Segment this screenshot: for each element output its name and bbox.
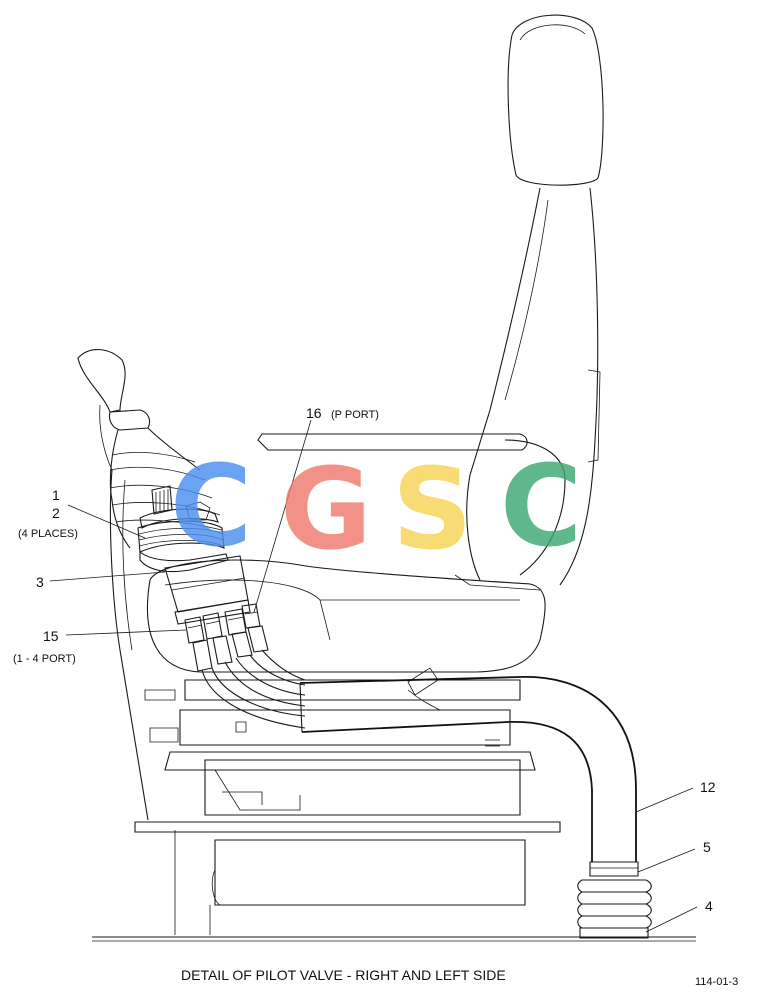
- callout-15: 15: [43, 628, 59, 644]
- leader-lines: [49, 419, 698, 933]
- watermark-letter-s: S: [392, 445, 473, 575]
- joystick-grip: [77, 349, 151, 431]
- callout-1: 1: [52, 487, 60, 503]
- seat-back: [466, 187, 601, 586]
- seat-base: [134, 667, 561, 935]
- callout-16: 16: [306, 405, 322, 421]
- floor-bellows: [577, 861, 652, 939]
- cgsc-watermark: C G S C: [170, 442, 582, 575]
- callout-4: 4: [705, 898, 713, 914]
- hydraulic-hoses: [201, 649, 306, 729]
- callout-2-note: (4 PLACES): [18, 528, 78, 540]
- callout-16-note: (P PORT): [331, 409, 379, 421]
- seat-headrest: [507, 14, 604, 186]
- watermark-letter-g: G: [280, 445, 372, 575]
- watermark-letter-c1: C: [170, 442, 252, 572]
- watermark-letter-c2: C: [500, 442, 582, 572]
- figure-id: 114-01-3: [695, 976, 738, 988]
- callout-12: 12: [700, 779, 716, 795]
- callout-2: 2: [52, 505, 60, 521]
- pilot-valve: [137, 485, 251, 625]
- callout-3: 3: [36, 574, 44, 590]
- figure-caption: DETAIL OF PILOT VALVE - RIGHT AND LEFT S…: [181, 967, 506, 983]
- cab-floor: [92, 936, 696, 942]
- hose-conduit: [299, 676, 637, 862]
- callout-15-note: (1 - 4 PORT): [13, 653, 76, 665]
- callout-5: 5: [703, 839, 711, 855]
